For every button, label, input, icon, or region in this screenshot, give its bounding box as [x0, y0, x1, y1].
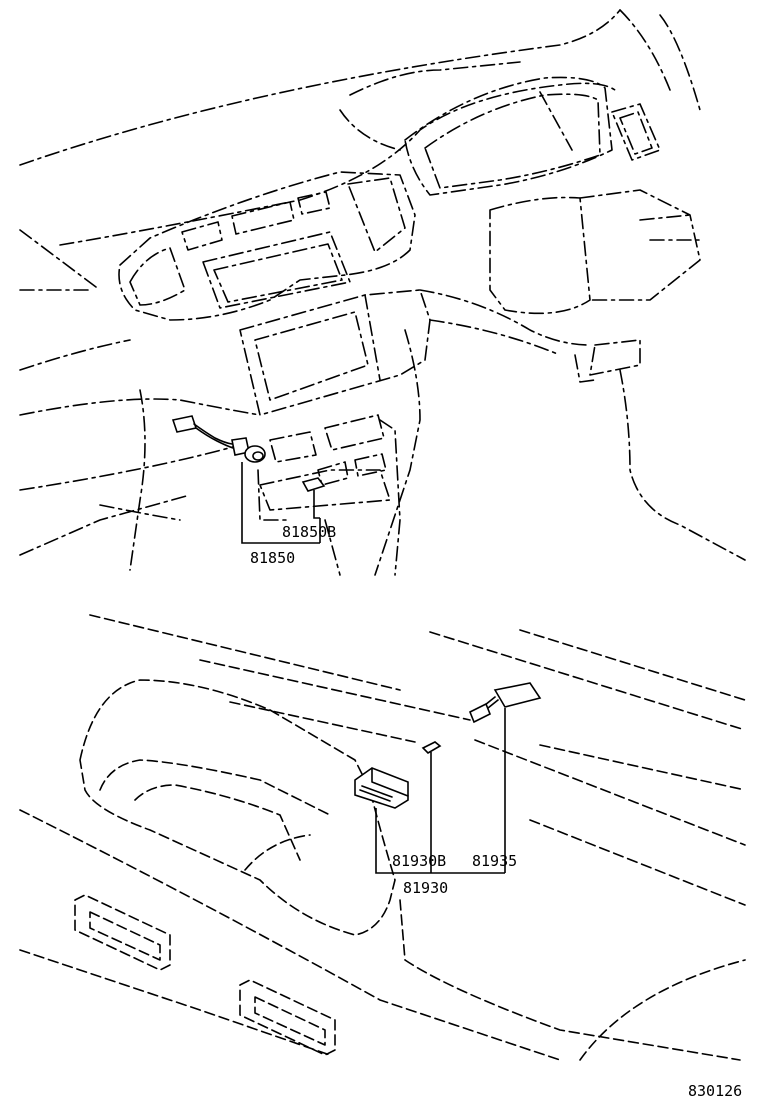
leader-lines-upper: [241, 462, 321, 544]
overhead-console-view: 81930B 81935 81930: [19, 614, 746, 1061]
callout-81930b: 81930B: [392, 852, 446, 870]
part-81935-connector: [468, 682, 542, 724]
part-81930b-clip: [421, 741, 442, 755]
part-81850-switch-harness: [171, 415, 266, 463]
callout-81850b: 81850B: [282, 523, 336, 541]
callout-81935: 81935: [472, 852, 517, 870]
part-81850b-clip: [301, 477, 326, 492]
callout-81930: 81930: [403, 879, 448, 897]
instrument-panel-view: 81850B 81850: [19, 9, 746, 576]
callout-81850: 81850: [250, 549, 295, 567]
part-81930-switch-box: [354, 767, 409, 809]
leader-lines-lower: [375, 708, 506, 874]
drawing-number: 830126: [688, 1082, 742, 1100]
